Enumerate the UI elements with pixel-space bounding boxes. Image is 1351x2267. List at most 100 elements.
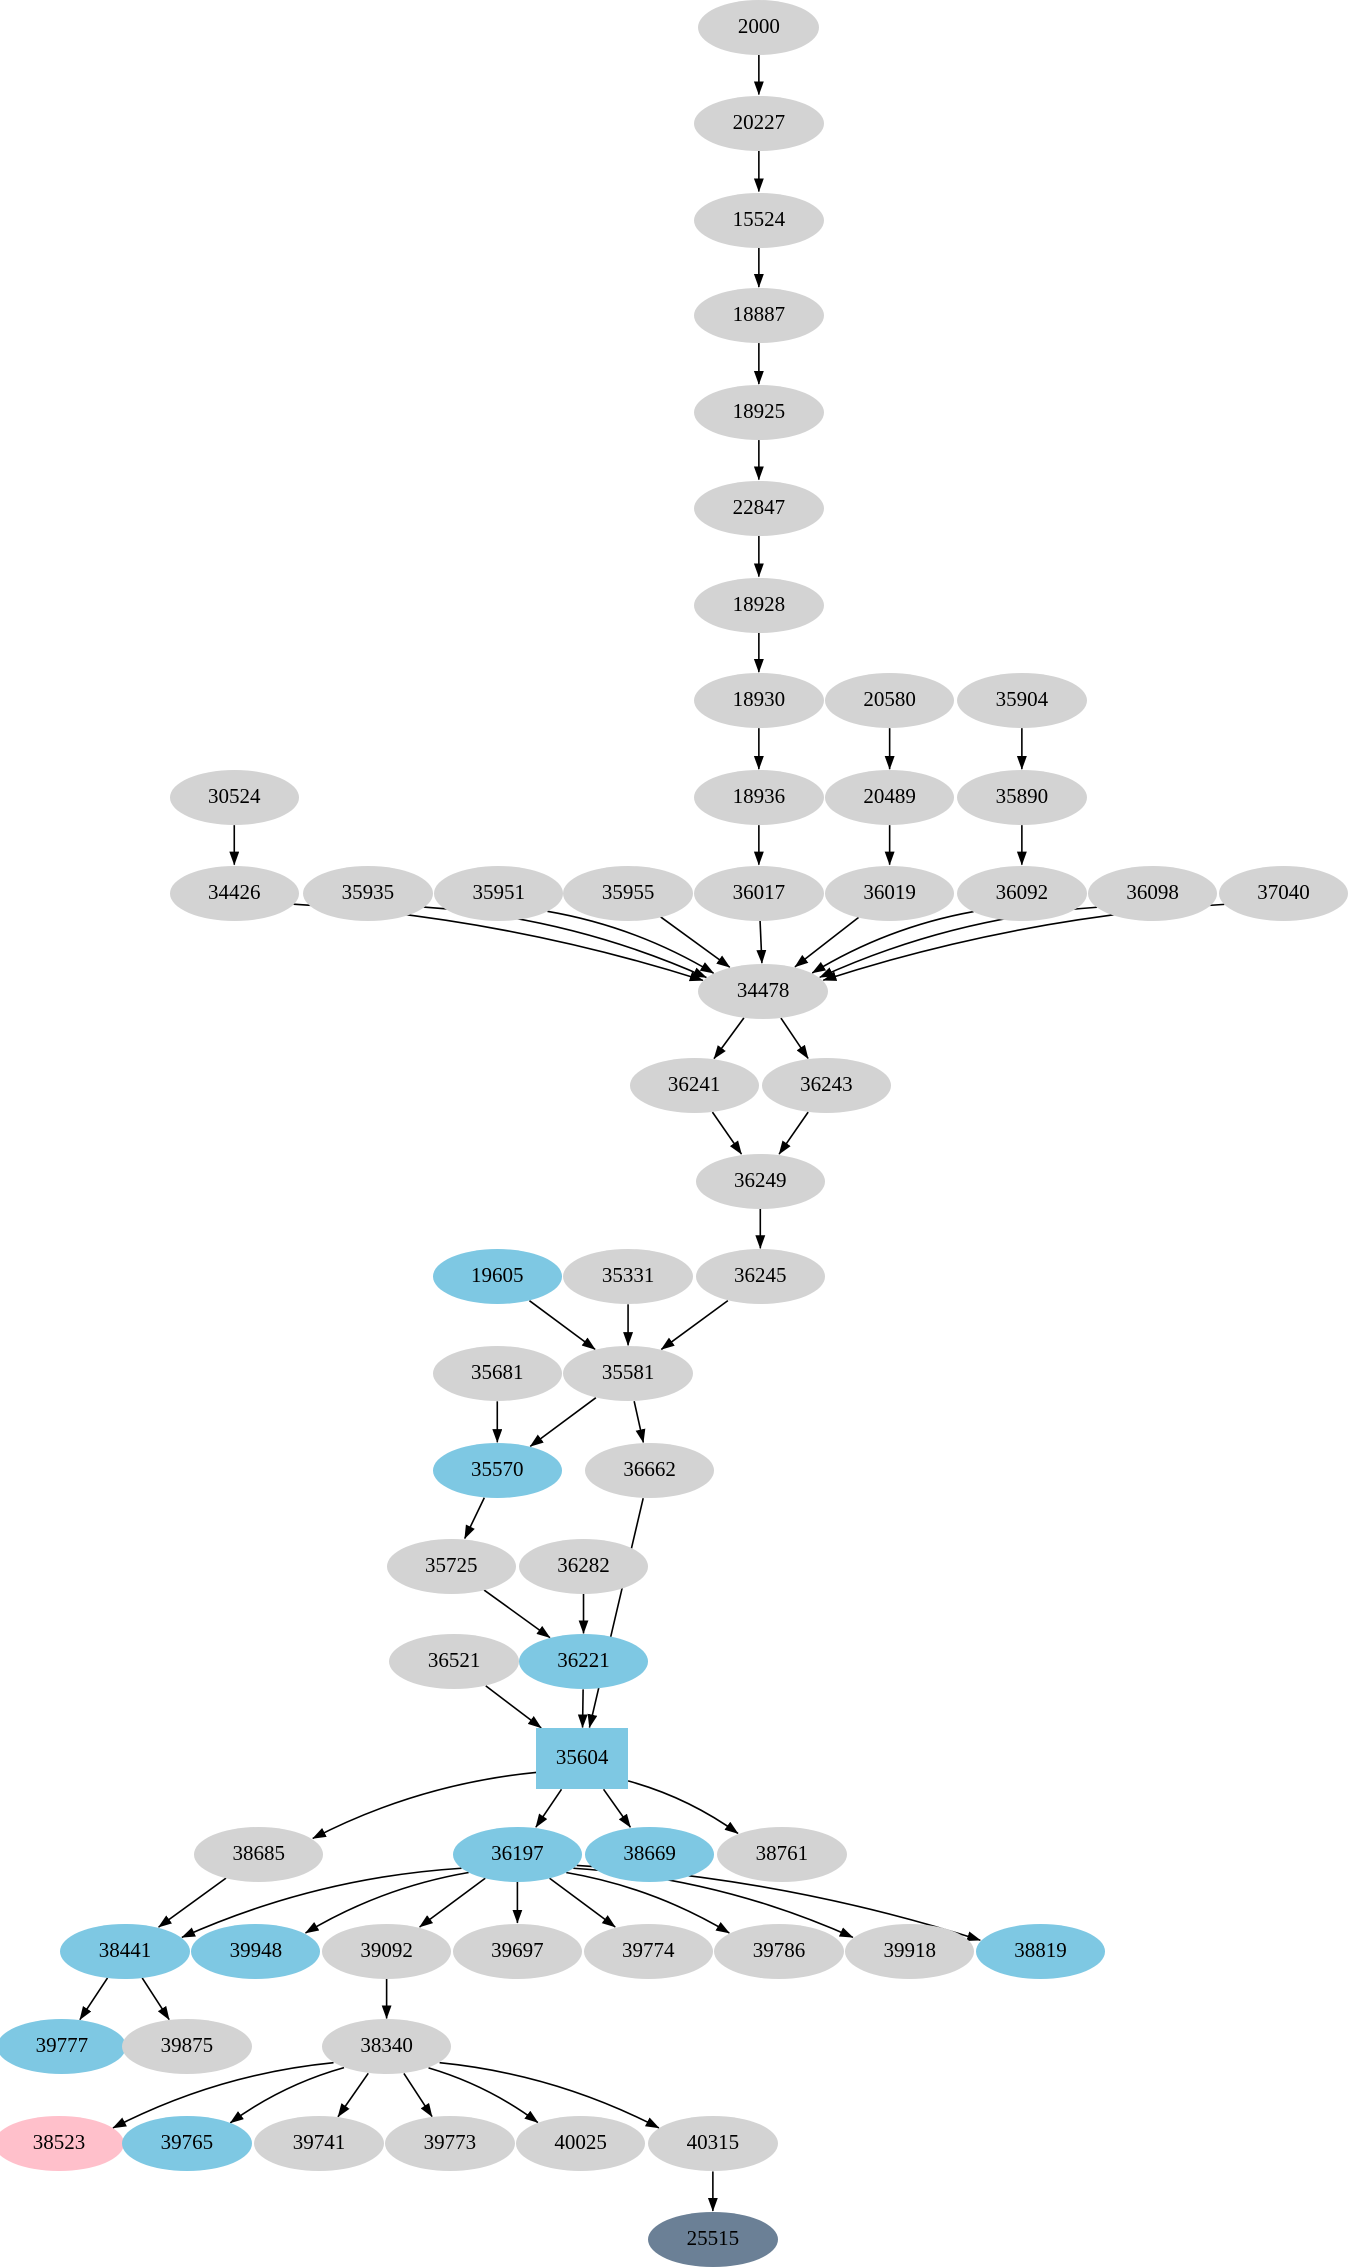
graph-node-2000[interactable]: 2000 [698,0,820,55]
graph-node-18928[interactable]: 18928 [694,577,824,633]
graph-node-label: 36521 [427,1648,481,1673]
graph-node-35904[interactable]: 35904 [957,673,1087,729]
graph-node-36249[interactable]: 36249 [695,1153,825,1209]
graph-node-35331[interactable]: 35331 [563,1249,693,1305]
graph-node-34426[interactable]: 34426 [169,865,299,921]
graph-node-label: 36098 [1126,879,1179,904]
graph-edge-36092-to-34478 [811,910,974,974]
graph-node-label: 39773 [423,2130,477,2155]
graph-node-36521[interactable]: 36521 [389,1634,519,1690]
graph-node-34478[interactable]: 34478 [698,964,828,1020]
graph-node-39741[interactable]: 39741 [254,2116,384,2172]
graph-node-36282[interactable]: 36282 [518,1538,649,1594]
graph-edge-35604-to-38669 [602,1788,632,1828]
graph-node-label: 35951 [472,879,525,904]
graph-node-39092[interactable]: 39092 [321,1923,452,1979]
graph-node-39918[interactable]: 39918 [845,1923,975,1979]
graph-edge-38441-to-39777 [79,1977,109,2021]
graph-node-35604[interactable]: 35604 [536,1728,629,1790]
graph-node-label: 18936 [732,784,786,809]
graph-node-39786[interactable]: 39786 [714,1923,844,1979]
graph-edge-34478-to-36241 [713,1017,745,1060]
graph-node-label: 18928 [732,591,786,616]
graph-node-label: 18887 [732,302,786,327]
graph-node-label: 15524 [732,206,786,231]
graph-node-label: 35904 [995,687,1049,712]
graph-node-35725[interactable]: 35725 [386,1538,516,1594]
graph-node-35935[interactable]: 35935 [303,865,433,921]
graph-node-38441[interactable]: 38441 [60,1923,190,1979]
graph-node-36098[interactable]: 36098 [1087,865,1218,921]
graph-node-label: 34426 [208,879,261,904]
graph-node-label: 39948 [229,1937,283,1962]
graph-node-label: 40025 [554,2130,607,2155]
graph-node-38819[interactable]: 38819 [975,1923,1106,1979]
graph-node-30524[interactable]: 30524 [169,770,299,826]
graph-node-label: 19605 [471,1263,524,1288]
graph-node-38523[interactable]: 38523 [0,2116,124,2172]
graph-node-35570[interactable]: 35570 [432,1443,562,1499]
graph-node-39765[interactable]: 39765 [122,2116,252,2172]
graph-edge-36245-to-35581 [660,1299,729,1351]
graph-node-label: 38685 [232,1840,285,1865]
graph-node-39875[interactable]: 39875 [122,2019,252,2075]
graph-node-36662[interactable]: 36662 [584,1443,715,1499]
graph-node-label: 37040 [1257,879,1310,904]
graph-node-label: 36249 [734,1167,787,1192]
graph-node-label: 39777 [35,2033,89,2058]
graph-node-38669[interactable]: 38669 [584,1826,715,1882]
graph-node-label: 38441 [98,1937,152,1962]
graph-edge-36521-to-35604 [485,1685,542,1729]
graph-node-36019[interactable]: 36019 [824,865,955,921]
graph-node-18887[interactable]: 18887 [694,288,824,344]
graph-node-35681[interactable]: 35681 [432,1346,562,1402]
graph-node-39773[interactable]: 39773 [385,2116,515,2172]
graph-node-25515[interactable]: 25515 [648,2211,778,2267]
graph-node-label: 39765 [160,2130,214,2155]
graph-node-35581[interactable]: 35581 [563,1346,693,1402]
graph-node-38685[interactable]: 38685 [194,1826,324,1882]
graph-node-39948[interactable]: 39948 [191,1923,321,1979]
graph-node-39777[interactable]: 39777 [0,2019,127,2075]
graph-node-18930[interactable]: 18930 [694,673,824,729]
graph-node-label: 38340 [360,2033,413,2058]
graph-node-36092[interactable]: 36092 [957,865,1087,921]
graph-node-22847[interactable]: 22847 [694,480,824,536]
graph-node-label: 20580 [863,687,916,712]
graph-node-35951[interactable]: 35951 [434,865,564,921]
graph-edge-36662-to-35604 [587,1497,644,1729]
graph-edge-36197-to-39092 [419,1877,486,1928]
graph-node-20227[interactable]: 20227 [694,95,824,151]
graph-node-label: 34478 [736,978,790,1003]
graph-node-15524[interactable]: 15524 [694,192,824,248]
graph-node-36197[interactable]: 36197 [452,1826,583,1882]
graph-node-38340[interactable]: 38340 [321,2019,452,2075]
graph-node-label: 35725 [425,1552,478,1577]
graph-edge-36197-to-39774 [549,1877,616,1928]
graph-node-18925[interactable]: 18925 [694,385,824,441]
graph-node-36221[interactable]: 36221 [518,1634,649,1690]
graph-node-39774[interactable]: 39774 [583,1923,713,1979]
graph-node-40315[interactable]: 40315 [648,2116,778,2172]
graph-node-label: 38523 [32,2130,86,2155]
graph-node-37040[interactable]: 37040 [1218,865,1349,921]
graph-node-39697[interactable]: 39697 [452,1923,583,1979]
graph-node-35890[interactable]: 35890 [957,770,1087,826]
graph-node-label: 36092 [995,879,1049,904]
graph-node-19605[interactable]: 19605 [432,1249,562,1305]
graph-node-20580[interactable]: 20580 [824,673,955,729]
graph-node-18936[interactable]: 18936 [694,770,824,826]
graph-edge-38340-to-39741 [337,2072,369,2118]
graph-node-36017[interactable]: 36017 [694,865,824,921]
graph-node-36245[interactable]: 36245 [695,1249,825,1305]
graph-node-36241[interactable]: 36241 [629,1058,759,1114]
graph-node-20489[interactable]: 20489 [824,770,955,826]
graph-node-label: 38761 [755,1840,809,1865]
graph-node-label: 35935 [341,879,395,904]
graph-node-36243[interactable]: 36243 [761,1058,892,1114]
graph-node-label: 36245 [734,1263,787,1288]
graph-node-40025[interactable]: 40025 [515,2116,646,2172]
graph-node-38761[interactable]: 38761 [717,1826,847,1882]
graph-edge-35935-to-34478 [423,906,707,979]
graph-node-35955[interactable]: 35955 [563,865,693,921]
